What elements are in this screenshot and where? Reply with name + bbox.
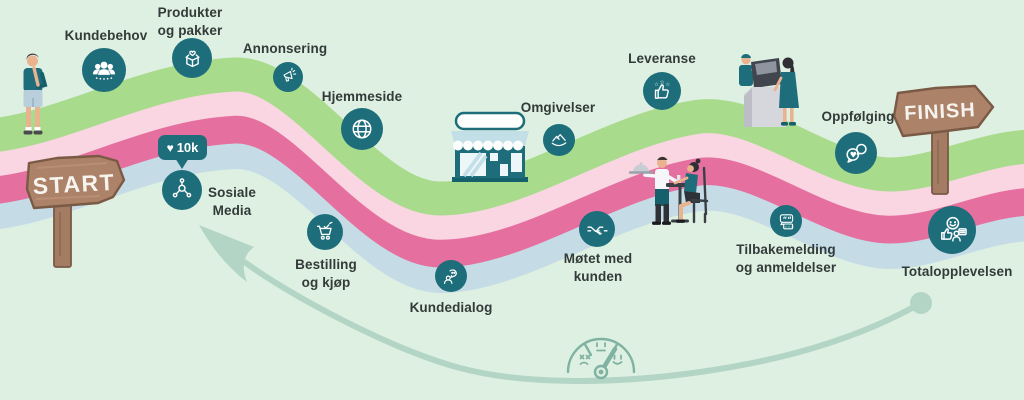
stage-label-leveranse: Leveranse <box>628 51 696 66</box>
waiter-serving-customer-illustration <box>628 156 709 225</box>
stage-node-motet-med-kunden <box>579 211 615 247</box>
stage-node-annonsering <box>273 62 303 92</box>
chat-hearts-icon: ♥ <box>846 143 867 163</box>
stage-node-leveranse: ☆ ☆ ☆ <box>643 72 681 110</box>
stage-node-kundedialog <box>435 260 467 292</box>
svg-text:☆: ☆ <box>654 82 659 88</box>
stage-node-oppfolging: ♥ <box>835 132 877 174</box>
handshake-icon <box>586 225 608 235</box>
svg-text:♥: ♥ <box>850 151 857 160</box>
globe-icon <box>352 119 372 139</box>
finish-sign: FINISH <box>892 84 995 195</box>
stage-label-oppfolging: Oppfølging <box>821 109 895 124</box>
social-like-badge: ♥ 10k <box>158 135 207 160</box>
stage-label-kundebehov: Kundebehov <box>64 28 148 43</box>
like-count: 10k <box>176 140 199 155</box>
stage-label-hjemmeside: Hjemmeside <box>321 89 403 104</box>
svg-text:☆☆☆: ☆☆☆ <box>784 225 794 229</box>
stage-node-hjemmeside <box>341 108 383 150</box>
stage-label-annonsering: Annonsering <box>242 41 328 56</box>
svg-text:☆: ☆ <box>660 79 665 86</box>
start-sign-label: START <box>32 169 116 199</box>
customer-experience-icon <box>941 216 967 242</box>
people-group-icon <box>92 61 116 80</box>
satisfaction-gauge-icon <box>566 337 636 380</box>
heart-icon: ♥ <box>166 140 174 155</box>
band-light-pink <box>0 90 1024 240</box>
gift-box-heart-icon <box>184 50 200 67</box>
person-chat-icon <box>443 269 457 284</box>
landscape-icon <box>551 134 567 147</box>
stage-node-produkter-og-pakker <box>172 38 212 78</box>
thumbs-up-stars-icon: ☆ ☆ ☆ <box>654 79 671 99</box>
stage-node-sosiale-media <box>162 170 202 210</box>
svg-text:☆: ☆ <box>666 82 671 88</box>
thinking-man-illustration <box>23 53 48 135</box>
storefront-illustration <box>451 111 529 182</box>
megaphone-icon <box>283 67 297 82</box>
checkout-counter-illustration <box>739 53 799 127</box>
stage-node-omgivelser <box>543 124 575 156</box>
stage-node-tilbakemelding: ““ ☆☆☆ <box>770 205 802 237</box>
review-stars-icon: ““ ☆☆☆ <box>779 213 794 229</box>
stage-node-bestilling-og-kjop <box>307 214 343 250</box>
svg-text:““: ““ <box>782 214 791 223</box>
stage-node-totalopplevelsen <box>928 206 976 254</box>
cart-check-icon <box>316 221 333 240</box>
social-like-badge-tail <box>175 158 189 169</box>
stage-label-totalopplevelsen: Totalopplevelsen <box>901 264 1013 279</box>
share-network-icon <box>172 178 192 198</box>
stage-label-kundedialog: Kundedialog <box>409 300 493 315</box>
start-sign: START <box>25 154 126 268</box>
stage-node-kundebehov <box>82 48 126 92</box>
arrow-head <box>199 225 254 282</box>
stage-label-omgivelser: Omgivelser <box>520 100 596 115</box>
finish-sign-label: FINISH <box>904 99 977 125</box>
improvement-arrow <box>199 225 932 384</box>
